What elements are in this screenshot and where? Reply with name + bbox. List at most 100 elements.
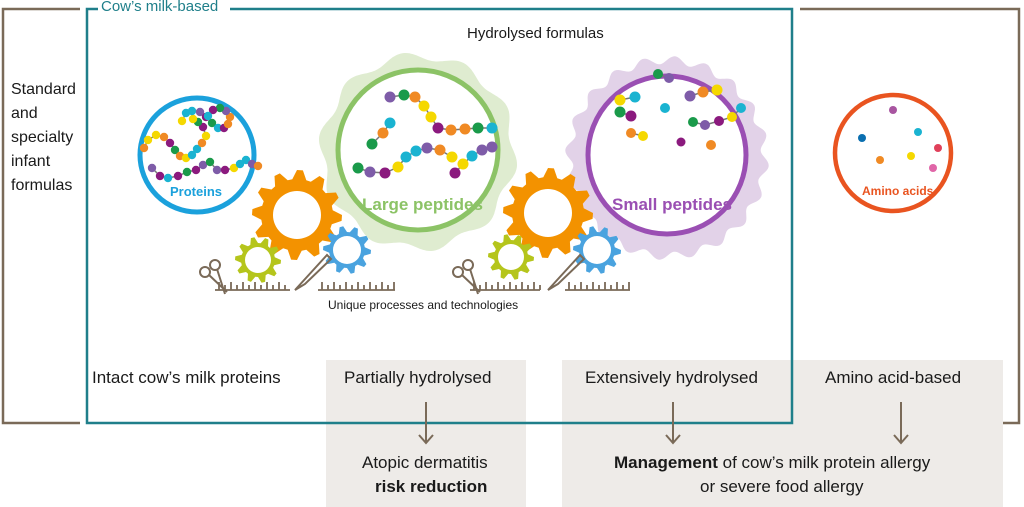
amino-bead bbox=[192, 144, 202, 154]
amino-bead bbox=[165, 138, 175, 148]
large-gear-icon bbox=[503, 168, 593, 258]
amino-bead bbox=[421, 142, 433, 154]
amino-bead bbox=[139, 143, 149, 153]
amino-bead bbox=[208, 105, 218, 115]
amino-bead bbox=[377, 127, 389, 139]
amino-bead bbox=[188, 114, 198, 124]
amino-bead bbox=[410, 145, 422, 157]
amino-bead bbox=[664, 73, 674, 83]
amino-bead bbox=[170, 145, 180, 155]
amino-acids-circle bbox=[832, 92, 954, 214]
left-label-line: and bbox=[11, 105, 38, 122]
small-gear-icon bbox=[235, 237, 281, 283]
arrow-partial bbox=[418, 402, 434, 445]
amino-bead bbox=[352, 162, 364, 174]
amino-bead bbox=[472, 122, 484, 134]
standard-specialty-label: Standard and specialty infant formulas bbox=[11, 78, 76, 198]
amino-bead bbox=[638, 131, 648, 141]
amino-bead bbox=[205, 157, 215, 167]
amino-bead bbox=[241, 155, 251, 165]
small-peptides-label: Small peptides bbox=[612, 195, 732, 214]
left-bracket bbox=[1, 7, 80, 425]
amino-bead bbox=[223, 119, 233, 129]
small-gear-icon bbox=[323, 226, 371, 274]
ruler-icon bbox=[318, 282, 395, 291]
ruler-icon bbox=[470, 282, 541, 291]
amino-bead bbox=[614, 94, 626, 106]
scalpel-icon bbox=[547, 253, 586, 291]
amino-bead bbox=[163, 173, 173, 183]
amino-bead bbox=[215, 103, 225, 113]
ruler-icon bbox=[565, 282, 630, 291]
outcome-extensive-line2: or severe food allergy bbox=[700, 477, 864, 496]
category-amino: Amino acid-based bbox=[825, 368, 962, 387]
amino-bead bbox=[203, 111, 213, 121]
proteins-label: Proteins bbox=[170, 184, 223, 199]
amino-bead bbox=[177, 116, 187, 126]
amino-bead bbox=[400, 151, 412, 163]
amino-bead bbox=[197, 138, 207, 148]
amino-bead bbox=[195, 107, 205, 117]
amino-bead bbox=[187, 106, 197, 116]
amino-bead bbox=[364, 166, 376, 178]
amino-bead bbox=[457, 158, 469, 170]
amino-bead bbox=[625, 110, 637, 122]
amino-bead bbox=[688, 117, 698, 127]
left-label-line: Standard bbox=[11, 81, 76, 98]
amino-bead bbox=[235, 159, 245, 169]
amino-bead bbox=[629, 91, 641, 103]
amino-bead bbox=[486, 141, 498, 153]
amino-bead bbox=[449, 167, 461, 179]
hydrolysed-formulas-label: Hydrolysed formulas bbox=[467, 25, 604, 42]
amino-bead bbox=[201, 131, 211, 141]
amino-acid-dot bbox=[858, 134, 866, 142]
amino-bead bbox=[714, 116, 724, 126]
category-intact: Intact cow’s milk proteins bbox=[92, 368, 281, 387]
amino-bead bbox=[220, 165, 230, 175]
large-gear-icon bbox=[252, 170, 342, 260]
amino-bead bbox=[392, 161, 404, 173]
amino-bead bbox=[159, 132, 169, 142]
scalpel-icon bbox=[294, 253, 333, 291]
amino-bead bbox=[213, 123, 223, 133]
amino-bead bbox=[466, 150, 478, 162]
amino-bead bbox=[706, 140, 716, 150]
amino-acid-dot bbox=[907, 152, 915, 160]
amino-bead bbox=[151, 130, 161, 140]
amino-bead bbox=[486, 122, 498, 134]
amino-bead bbox=[727, 112, 737, 122]
left-label-line: infant bbox=[11, 153, 51, 170]
cows-milk-based-label: Cow’s milk-based bbox=[98, 0, 222, 15]
amino-bead bbox=[676, 137, 686, 147]
amino-bead bbox=[187, 150, 197, 160]
outcome-partial-line1: Atopic dermatitis bbox=[362, 453, 488, 472]
outcome-extensive-line1: Management of cow’s milk protein allergy bbox=[614, 453, 930, 473]
outcome-partial-line2: risk reduction bbox=[375, 477, 488, 496]
amino-bead bbox=[700, 120, 710, 130]
amino-bead bbox=[711, 84, 723, 96]
amino-bead bbox=[476, 144, 488, 156]
left-label-line: specialty bbox=[11, 129, 74, 146]
right-bracket bbox=[800, 7, 1021, 425]
amino-bead bbox=[147, 163, 157, 173]
amino-acid-dot bbox=[914, 128, 922, 136]
amino-bead bbox=[432, 122, 444, 134]
cows-milk-frame bbox=[85, 7, 794, 425]
amino-bead bbox=[398, 89, 410, 101]
amino-bead bbox=[191, 165, 201, 175]
outcome-extensive-bold: Management bbox=[614, 453, 718, 472]
left-label-line: formulas bbox=[11, 177, 73, 194]
scissors-icon bbox=[452, 259, 481, 295]
category-partial: Partially hydrolysed bbox=[344, 368, 492, 387]
amino-bead bbox=[736, 103, 746, 113]
amino-bead bbox=[207, 118, 217, 128]
amino-bead bbox=[182, 167, 192, 177]
small-gear-icon bbox=[573, 226, 621, 274]
amino-bead bbox=[434, 144, 446, 156]
scissors-icon bbox=[199, 259, 228, 295]
amino-acid-dot bbox=[889, 106, 897, 114]
category-extensive: Extensively hydrolysed bbox=[585, 368, 758, 387]
amino-bead bbox=[225, 112, 235, 122]
amino-bead bbox=[418, 100, 430, 112]
